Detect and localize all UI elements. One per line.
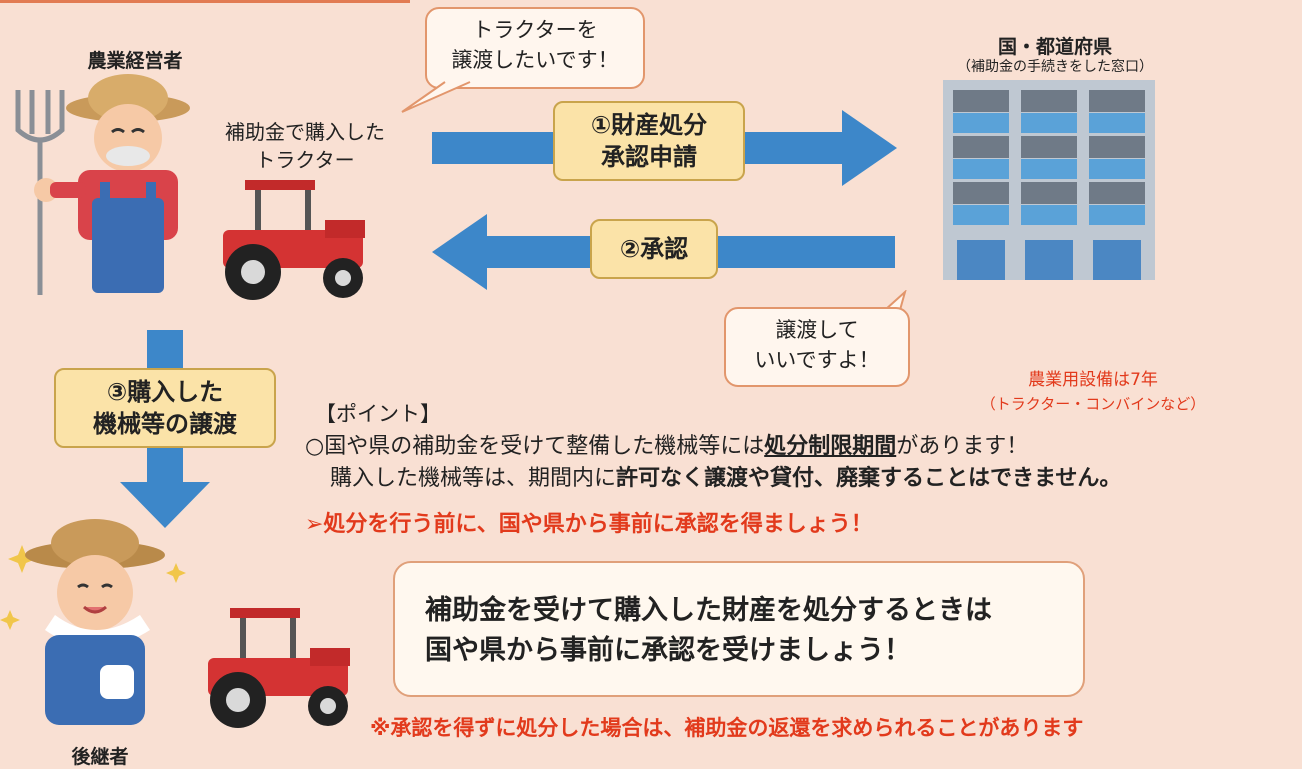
header-line	[0, 0, 410, 3]
step2-box: ②承認	[590, 219, 718, 279]
reply-speech-bubble: 譲渡して いいですよ！	[724, 307, 910, 387]
tractor-label: 補助金で購入した トラクター	[225, 120, 385, 172]
request-bubble-tail	[401, 81, 471, 113]
period-note: 農業用設備は7年 （トラクター・コンバインなど）	[980, 370, 1206, 413]
gov-sub-label: （補助金の手続きをした窓口）	[957, 59, 1153, 75]
successor-illustration	[0, 519, 186, 725]
tractor-illustration	[223, 180, 365, 300]
point-line2: 購入した機械等は、期間内に許可なく譲渡や貸付、廃棄することはできません。	[330, 466, 1122, 491]
step3-box: ③購入した 機械等の譲渡	[54, 368, 276, 448]
message-box: 補助金を受けて購入した財産を処分するときは 国や県から事前に承認を受けましょう！	[393, 561, 1085, 697]
footnote: ※承認を得ずに処分した場合は、補助金の返還を求められることがあります	[370, 716, 1084, 740]
step1-box: ①財産処分 承認申請	[553, 101, 745, 181]
gov-label: 国・都道府県	[997, 36, 1112, 58]
farmer-label: 農業経営者	[87, 50, 183, 72]
building-icon	[943, 80, 1155, 280]
point-heading: 【ポイント】	[315, 402, 441, 426]
request-speech-bubble: トラクターを 譲渡したいです！	[425, 7, 645, 89]
pitchfork-icon	[15, 90, 65, 295]
farmer-illustration	[15, 74, 190, 295]
successor-label: 後継者	[71, 746, 129, 768]
message-line1: 補助金を受けて購入した財産を処分するときは	[425, 595, 992, 626]
point-line1: ○国や県の補助金を受けて整備した機械等には処分制限期間があります！	[305, 434, 1029, 459]
point-line3: ➢処分を行う前に、国や県から事前に承認を得ましょう！	[305, 512, 873, 537]
tractor-illustration-successor	[208, 608, 350, 728]
sparkle-icon	[0, 545, 186, 630]
message-line2: 国や県から事前に承認を受けましょう！	[425, 635, 911, 666]
